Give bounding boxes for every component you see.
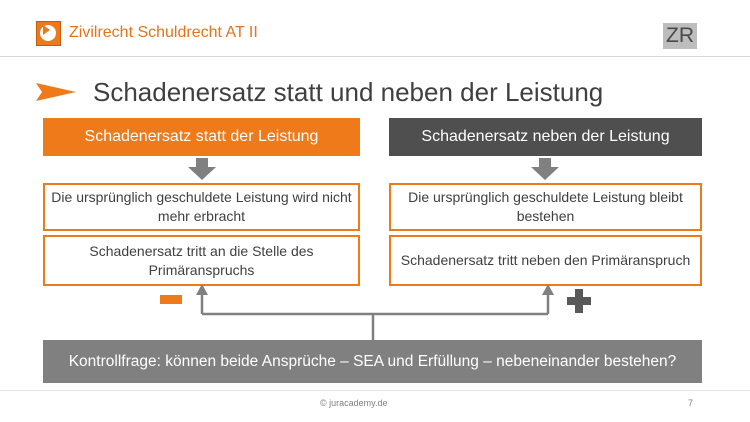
box-neben-primaeranspruch: Schadenersatz tritt neben den Primäransp…	[389, 235, 702, 286]
arrowhead-icon	[196, 284, 554, 295]
footer-copyright: © juracademy.de	[320, 398, 388, 408]
box-leistung-nicht-erbracht: Die ursprünglich geschuldete Leistung wi…	[43, 183, 360, 231]
heading-neben-der-leistung: Schadenersatz neben der Leistung	[389, 118, 702, 156]
down-arrow-icon	[531, 158, 559, 180]
course-title: Zivilrecht Schuldrecht AT II	[69, 24, 258, 41]
box-stelle-primaeranspruch: Schadenersatz tritt an die Stelle des Pr…	[43, 235, 360, 286]
minus-icon	[160, 295, 182, 304]
title-arrow-icon	[36, 83, 76, 101]
control-question: Kontrollfrage: können beide Ansprüche – …	[43, 340, 702, 383]
header-divider	[0, 56, 750, 57]
slide-title: Schadenersatz statt und neben der Leistu…	[93, 77, 604, 107]
down-arrow-icon	[188, 158, 216, 180]
zr-badge: ZR	[663, 23, 697, 49]
page-number: 7	[688, 398, 694, 408]
box-leistung-bleibt-bestehen: Die ursprünglich geschuldete Leistung bl…	[389, 183, 702, 231]
play-logo-icon	[36, 21, 61, 46]
heading-statt-der-leistung: Schadenersatz statt der Leistung	[43, 118, 360, 156]
footer-divider	[0, 390, 750, 391]
